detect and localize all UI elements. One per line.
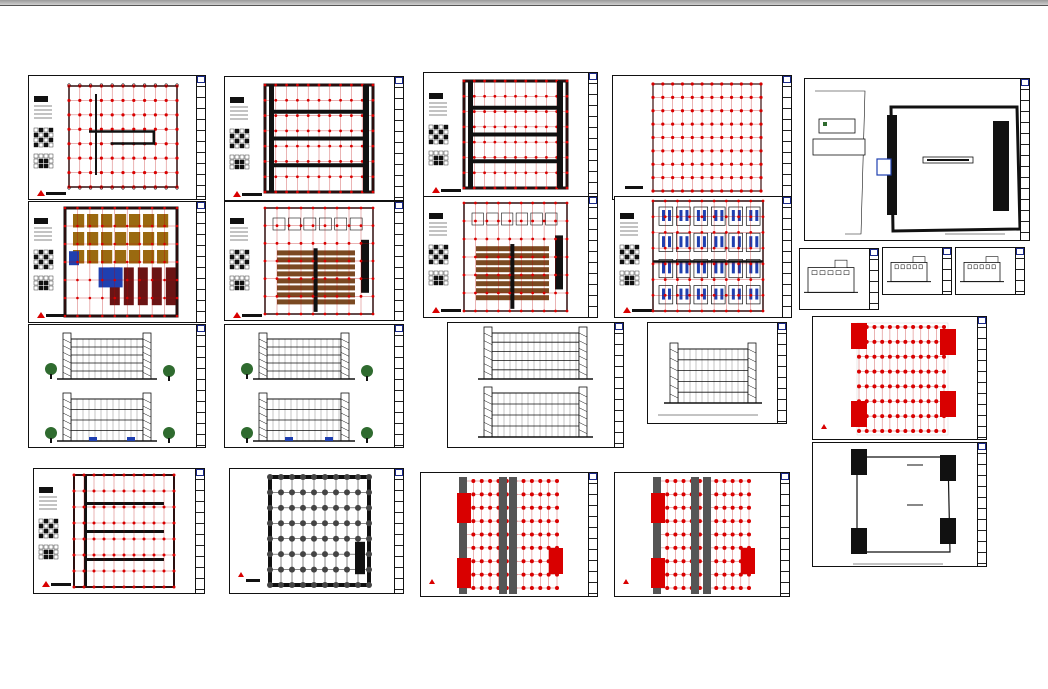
sheet-badge-icon — [197, 202, 205, 209]
sheet-badge-icon — [395, 202, 403, 209]
title-block — [869, 249, 878, 309]
sheet-elevations-2[interactable] — [224, 324, 404, 448]
sheet-elevations-1[interactable] — [28, 324, 206, 448]
sheet-badge-icon — [589, 473, 597, 480]
title-block — [195, 469, 204, 593]
title-block — [977, 443, 986, 566]
title-block — [942, 248, 951, 294]
elevation-icon — [241, 332, 373, 443]
title-block — [394, 325, 403, 447]
sheet-furniture-plan-4[interactable] — [614, 196, 792, 318]
sheet-badge-icon — [978, 317, 986, 324]
furniture-plan-icon — [229, 206, 375, 318]
title-block — [977, 317, 986, 439]
sheet-small-elevation-3[interactable] — [955, 247, 1025, 295]
elevation-icon — [887, 256, 931, 283]
sheet-badge-icon — [781, 473, 789, 480]
floor-plan-icon — [33, 83, 179, 196]
floor-plan-icon — [229, 83, 375, 197]
window-top-bar — [0, 0, 1048, 6]
sheet-column-plan-3[interactable] — [420, 472, 598, 597]
sheet-small-elevation-2[interactable] — [882, 247, 952, 295]
sheet-elevation-4[interactable] — [647, 322, 787, 424]
title-block — [394, 77, 403, 200]
sheet-badge-icon — [1021, 79, 1029, 86]
sheet-furniture-plan-3[interactable] — [423, 196, 598, 318]
sheet-floor-plan-1[interactable] — [28, 75, 206, 200]
elevation-icon — [45, 332, 175, 443]
sheet-badge-icon — [196, 469, 204, 476]
sheet-badge-icon — [870, 249, 878, 256]
sheet-floor-plan-5[interactable] — [33, 468, 205, 594]
title-block — [196, 325, 205, 447]
sheet-column-plan-2[interactable] — [812, 442, 987, 567]
column-plan-icon — [429, 477, 563, 594]
sheet-badge-icon — [395, 325, 403, 332]
title-block — [782, 76, 791, 199]
elevation-icon — [804, 259, 858, 293]
sheet-badge-icon — [615, 323, 623, 330]
title-block — [780, 473, 789, 596]
sheet-small-elevation-1[interactable] — [799, 248, 879, 310]
sheet-furniture-plan-1[interactable] — [28, 201, 206, 323]
column-plan-icon — [821, 322, 956, 436]
title-block — [588, 197, 597, 317]
title-block — [614, 323, 623, 447]
sheet-badge-icon — [395, 469, 403, 476]
title-block — [588, 473, 597, 596]
sheet-badge-icon — [943, 248, 951, 255]
sheet-floor-plan-2[interactable] — [224, 76, 404, 201]
title-block — [782, 197, 791, 317]
title-block — [777, 323, 786, 423]
furniture-plan-icon — [619, 199, 765, 313]
title-block — [1020, 79, 1029, 240]
sheet-badge-icon — [589, 197, 597, 204]
title-block — [196, 202, 205, 322]
sheet-furniture-plan-2[interactable] — [224, 201, 404, 321]
sheet-badge-icon — [395, 77, 403, 84]
sheet-badge-icon — [778, 323, 786, 330]
column-plan-icon — [623, 477, 755, 594]
floor-plan-icon — [625, 82, 763, 193]
sheet-badge-icon — [197, 325, 205, 332]
furniture-plan-icon — [428, 201, 569, 313]
site-plan-icon — [812, 90, 1021, 235]
floor-plan-icon — [428, 79, 569, 193]
sheet-badge-icon — [783, 76, 791, 83]
elevation-icon — [478, 326, 593, 438]
elevation-icon — [658, 342, 762, 416]
title-block — [196, 76, 205, 199]
furniture-plan-icon — [33, 206, 179, 318]
elevation-icon — [960, 256, 1004, 283]
sheet-badge-icon — [978, 443, 986, 450]
sheet-floor-plan-4[interactable] — [612, 75, 792, 200]
sheet-badge-icon — [1016, 248, 1024, 255]
sheet-floor-plan-3[interactable] — [423, 72, 598, 197]
sheet-badge-icon — [197, 76, 205, 83]
column-plan-icon — [851, 449, 956, 565]
title-block — [394, 469, 403, 593]
foundation-plan-icon — [238, 474, 372, 588]
sheet-column-plan-4[interactable] — [614, 472, 790, 597]
title-block — [588, 73, 597, 196]
title-block — [1015, 248, 1024, 294]
sheet-foundation-plan[interactable] — [229, 468, 404, 594]
sheet-elevations-3[interactable] — [447, 322, 624, 448]
title-block — [394, 202, 403, 320]
sheet-badge-icon — [589, 73, 597, 80]
sheet-badge-icon — [783, 197, 791, 204]
sheet-site-plan[interactable] — [804, 78, 1030, 241]
sheet-column-plan-1[interactable] — [812, 316, 987, 440]
floor-plan-icon — [38, 473, 176, 589]
